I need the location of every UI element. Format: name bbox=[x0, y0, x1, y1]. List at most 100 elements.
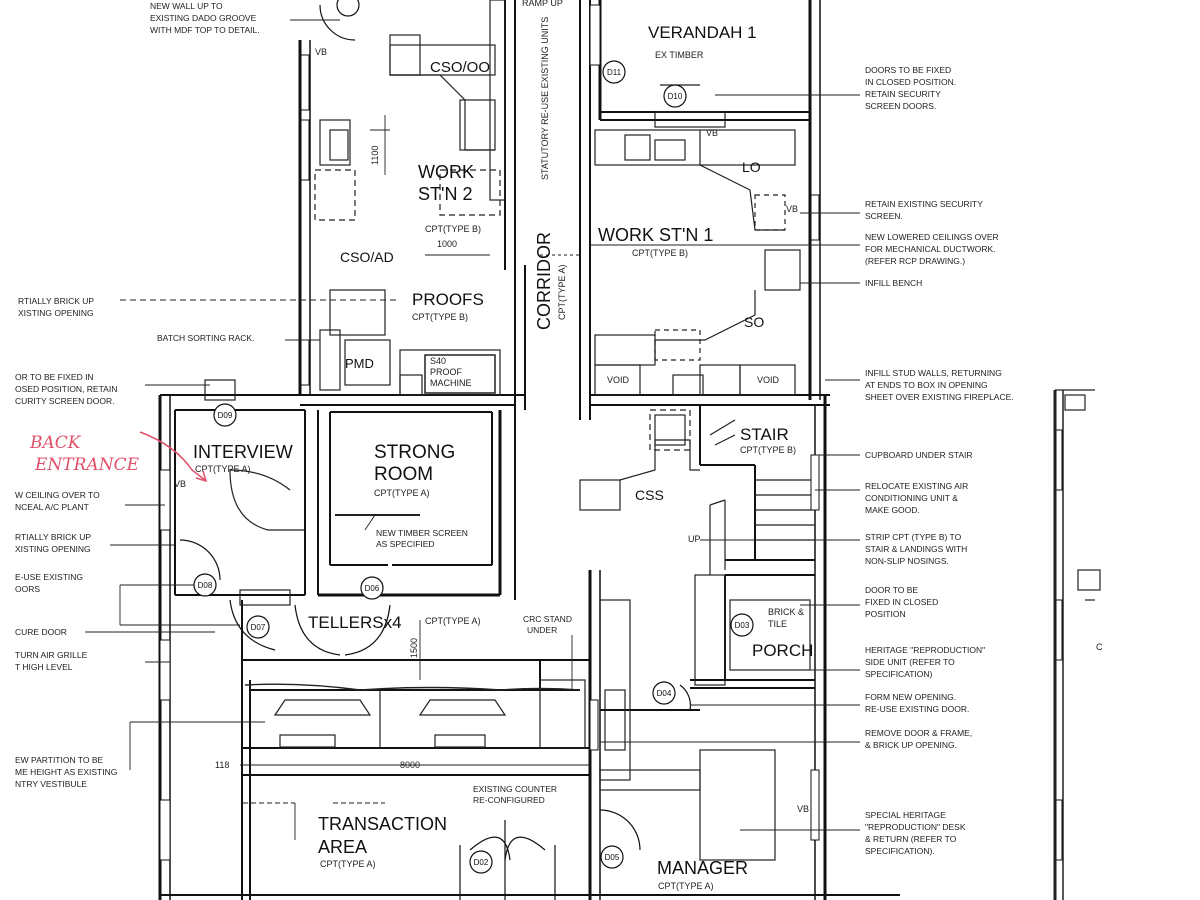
svg-text:SIDE UNIT (REFER TO: SIDE UNIT (REFER TO bbox=[865, 657, 955, 667]
svg-text:SHEET OVER EXISTING FIREPLACE.: SHEET OVER EXISTING FIREPLACE. bbox=[865, 392, 1014, 402]
svg-text:SPECIFICATION): SPECIFICATION) bbox=[865, 669, 933, 679]
svg-text:D05: D05 bbox=[605, 853, 620, 862]
svg-text:DOORS TO BE FIXED: DOORS TO BE FIXED bbox=[865, 65, 951, 75]
label-interview-cpt: CPT(TYPE A) bbox=[195, 464, 251, 474]
leader-lines bbox=[85, 19, 860, 840]
svg-text:IN CLOSED POSITION.: IN CLOSED POSITION. bbox=[865, 77, 956, 87]
svg-text:RETAIN SECURITY: RETAIN SECURITY bbox=[865, 89, 941, 99]
svg-text:RTIALLY BRICK UP: RTIALLY BRICK UP bbox=[18, 296, 94, 306]
label-strong-cpt: CPT(TYPE A) bbox=[374, 488, 430, 498]
svg-text:STRIP CPT (TYPE B) TO: STRIP CPT (TYPE B) TO bbox=[865, 532, 962, 542]
svg-text:NTRY VESTIBULE: NTRY VESTIBULE bbox=[15, 779, 87, 789]
label-verandah-sub: EX TIMBER bbox=[655, 50, 704, 60]
svg-text:D04: D04 bbox=[657, 689, 672, 698]
svg-text:RE-USE EXISTING DOOR.: RE-USE EXISTING DOOR. bbox=[865, 704, 969, 714]
svg-text:EXISTING COUNTER: EXISTING COUNTER bbox=[473, 784, 557, 794]
svg-text:FIXED IN CLOSED: FIXED IN CLOSED bbox=[865, 597, 938, 607]
svg-text:SPECIAL HERITAGE: SPECIAL HERITAGE bbox=[865, 810, 946, 820]
svg-text:NEW LOWERED CEILINGS OVER: NEW LOWERED CEILINGS OVER bbox=[865, 232, 999, 242]
svg-text:HERITAGE "REPRODUCTION": HERITAGE "REPRODUCTION" bbox=[865, 645, 985, 655]
door-tag-d08 bbox=[193, 573, 217, 597]
door-tag-d09 bbox=[213, 403, 237, 427]
svg-text:TURN AIR GRILLE: TURN AIR GRILLE bbox=[15, 650, 88, 660]
label-work-stn2-b: ST'N 2 bbox=[418, 184, 472, 204]
label-tellers-cpt: CPT(TYPE A) bbox=[425, 616, 481, 626]
door-tag-d10 bbox=[663, 84, 687, 108]
svg-text:VB: VB bbox=[174, 479, 186, 489]
svg-text:E-USE EXISTING: E-USE EXISTING bbox=[15, 572, 83, 582]
label-strong-b: ROOM bbox=[374, 464, 433, 485]
svg-text:CUPBOARD UNDER STAIR: CUPBOARD UNDER STAIR bbox=[865, 450, 973, 460]
dim-118: 118 bbox=[215, 760, 229, 770]
door-tag-d07 bbox=[246, 615, 270, 639]
label-brick-tile-b: TILE bbox=[768, 619, 787, 629]
label-manager: MANAGER bbox=[657, 858, 748, 878]
svg-text:VB: VB bbox=[786, 204, 798, 214]
label-pmd: PMD bbox=[345, 356, 374, 371]
svg-text:XISTING OPENING: XISTING OPENING bbox=[18, 308, 94, 318]
windows bbox=[159, 4, 1063, 861]
label-stair-cpt: CPT(TYPE B) bbox=[740, 445, 796, 455]
svg-text:CURITY SCREEN DOOR.: CURITY SCREEN DOOR. bbox=[15, 396, 115, 406]
label-void-2: VOID bbox=[757, 375, 780, 385]
svg-text:D03: D03 bbox=[735, 621, 750, 630]
svg-text:D07: D07 bbox=[251, 623, 266, 632]
svg-text:VB: VB bbox=[706, 128, 718, 138]
svg-text:FORM NEW OPENING.: FORM NEW OPENING. bbox=[865, 692, 956, 702]
svg-text:CONDITIONING UNIT &: CONDITIONING UNIT & bbox=[865, 493, 958, 503]
label-lo: LO bbox=[742, 159, 761, 175]
door-tag-d06 bbox=[360, 576, 384, 600]
handwritten-entrance: ENTRANCE bbox=[34, 455, 140, 475]
handwritten-back: BACK bbox=[29, 433, 82, 453]
label-verandah: VERANDAH 1 bbox=[648, 23, 757, 42]
label-up: UP bbox=[688, 534, 701, 544]
door-tag-d05 bbox=[600, 845, 624, 869]
label-cso-ad: CSO/AD bbox=[340, 249, 394, 265]
label-brick-tile-a: BRICK & bbox=[768, 607, 804, 617]
label-corridor: CORRIDOR bbox=[534, 232, 554, 330]
svg-text:STAIR & LANDINGS WITH: STAIR & LANDINGS WITH bbox=[865, 544, 967, 554]
svg-text:EW PARTITION TO BE: EW PARTITION TO BE bbox=[15, 755, 103, 765]
label-css: CSS bbox=[635, 487, 664, 503]
svg-text:FOR MECHANICAL DUCTWORK.: FOR MECHANICAL DUCTWORK. bbox=[865, 244, 996, 254]
svg-text:& BRICK UP OPENING.: & BRICK UP OPENING. bbox=[865, 740, 957, 750]
svg-text:DOOR TO BE: DOOR TO BE bbox=[865, 585, 918, 595]
svg-text:"REPRODUCTION" DESK: "REPRODUCTION" DESK bbox=[865, 822, 966, 832]
left-annotations: NEW WALL UP TO EXISTING DADO GROOVE WITH… bbox=[15, 1, 260, 789]
label-s40-c: MACHINE bbox=[430, 378, 472, 388]
svg-text:WITH MDF TOP TO DETAIL.: WITH MDF TOP TO DETAIL. bbox=[150, 25, 260, 35]
label-s40-b: PROOF bbox=[430, 367, 463, 377]
door-tag-top bbox=[336, 0, 360, 17]
label-void-1: VOID bbox=[607, 375, 630, 385]
label-so: SO bbox=[744, 314, 764, 330]
label-tellers: TELLERSx4 bbox=[308, 613, 402, 632]
svg-text:REMOVE DOOR & FRAME,: REMOVE DOOR & FRAME, bbox=[865, 728, 972, 738]
vb-tags: VB VB VB VB VB bbox=[174, 47, 809, 814]
svg-text:SCREEN.: SCREEN. bbox=[865, 211, 903, 221]
room-labels: VERANDAH 1 EX TIMBER CSO/OO WORK ST'N 2 … bbox=[193, 0, 813, 891]
label-ramp: RAMP UP bbox=[522, 0, 563, 8]
svg-text:AT ENDS TO BOX IN OPENING: AT ENDS TO BOX IN OPENING bbox=[865, 380, 988, 390]
svg-text:INFILL BENCH: INFILL BENCH bbox=[865, 278, 922, 288]
svg-text:D02: D02 bbox=[474, 858, 489, 867]
label-work-stn1: WORK ST'N 1 bbox=[598, 225, 713, 245]
label-work-stn2-a: WORK bbox=[418, 162, 474, 182]
door-swings bbox=[179, 4, 692, 900]
svg-text:MAKE GOOD.: MAKE GOOD. bbox=[865, 505, 920, 515]
svg-text:NON-SLIP NOSINGS.: NON-SLIP NOSINGS. bbox=[865, 556, 949, 566]
door-tag-d02 bbox=[469, 850, 493, 874]
dim-8000: 8000 bbox=[400, 760, 420, 770]
svg-text:CURE DOOR: CURE DOOR bbox=[15, 627, 67, 637]
label-manager-cpt: CPT(TYPE A) bbox=[658, 881, 714, 891]
label-strong-a: STRONG bbox=[374, 442, 455, 463]
handwritten-arrow bbox=[139, 431, 206, 481]
svg-text:VB: VB bbox=[315, 47, 327, 57]
svg-text:OSED POSITION, RETAIN: OSED POSITION, RETAIN bbox=[15, 384, 117, 394]
inner-notes: NEW TIMBER SCREEN AS SPECIFIED CRC STAND… bbox=[376, 528, 572, 805]
svg-text:ME HEIGHT AS EXISTING: ME HEIGHT AS EXISTING bbox=[15, 767, 117, 777]
svg-text:XISTING OPENING: XISTING OPENING bbox=[15, 544, 91, 554]
svg-text:INFILL STUD WALLS, RETURNING: INFILL STUD WALLS, RETURNING bbox=[865, 368, 1002, 378]
label-transaction-a: TRANSACTION bbox=[318, 814, 447, 834]
label-cso-oo: CSO/OO bbox=[430, 59, 490, 76]
svg-text:D10: D10 bbox=[668, 92, 683, 101]
